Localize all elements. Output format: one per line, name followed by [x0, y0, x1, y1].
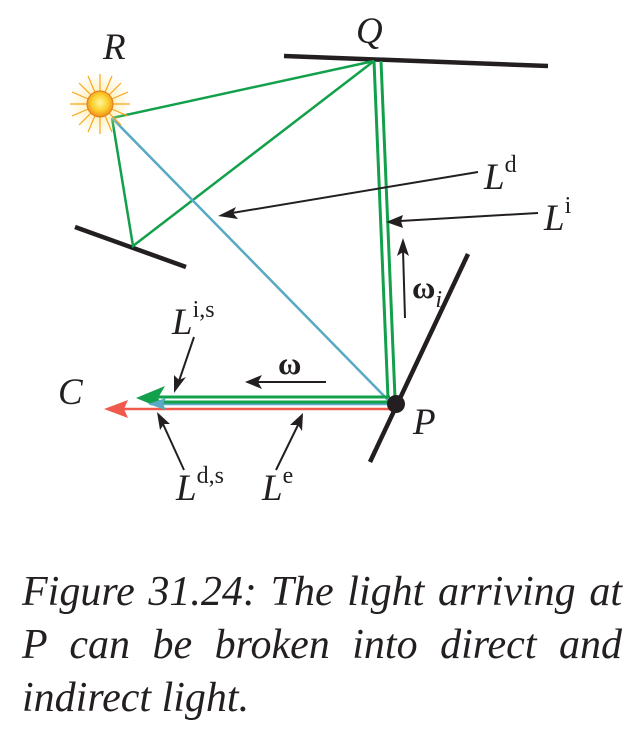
lis-leader-head	[174, 375, 186, 393]
label-p: P	[412, 402, 436, 443]
lis-leader	[178, 336, 195, 382]
label-omega-i-sub: i	[435, 287, 442, 313]
ld-leader	[231, 171, 479, 214]
label-li: Li	[543, 193, 572, 239]
label-li-base: L	[543, 198, 565, 239]
lds-leader-head	[157, 412, 170, 430]
label-omega-i: ωi	[412, 269, 442, 313]
label-c: C	[58, 372, 84, 413]
ld-leader-head	[218, 207, 238, 219]
indirect-ray-q-to-p-b	[379, 60, 397, 399]
ceiling-surface	[283, 53, 549, 69]
omega-i-arrow	[402, 249, 406, 319]
dot-icon	[387, 395, 405, 413]
indirect-light-path	[110, 59, 375, 249]
label-r: R	[102, 27, 126, 68]
blue-arrowhead	[148, 398, 166, 410]
label-le-base: L	[261, 468, 283, 509]
label-ld-base: L	[483, 157, 505, 198]
label-ld-sup: d	[505, 152, 517, 178]
label-lds-base: L	[175, 468, 197, 509]
red-arrowhead	[104, 400, 128, 418]
sun-icon	[70, 74, 130, 134]
label-lds-sup: d,s	[197, 463, 224, 489]
li-leader-head	[386, 215, 403, 228]
li-leader	[399, 212, 539, 222]
label-le: Le	[261, 463, 293, 509]
label-lis-sup: i,s	[193, 297, 215, 323]
figure-caption: Figure 31.24: The light arriving at P ca…	[22, 569, 622, 721]
receiver-surface-at-p	[367, 253, 471, 463]
direct-light-ray	[111, 117, 391, 403]
le-leader-head	[290, 413, 303, 431]
lds-leader	[162, 423, 185, 471]
indirect-ray-q-to-p-a	[372, 60, 390, 399]
omega-i-arrow-head	[397, 238, 409, 256]
omega-arrow-head	[245, 375, 262, 389]
label-omega: ω	[278, 345, 301, 381]
label-lds: Ld,s	[175, 463, 224, 509]
le-leader	[275, 424, 299, 471]
label-omega-i-base: ω	[412, 269, 435, 305]
label-ld: Ld	[483, 152, 517, 198]
label-lis-base: L	[171, 302, 193, 343]
label-lis: Li,s	[171, 297, 215, 343]
left-wall-surface	[74, 224, 187, 270]
label-q: Q	[356, 11, 383, 52]
label-le-sup: e	[283, 463, 294, 489]
label-li-sup: i	[565, 193, 572, 219]
